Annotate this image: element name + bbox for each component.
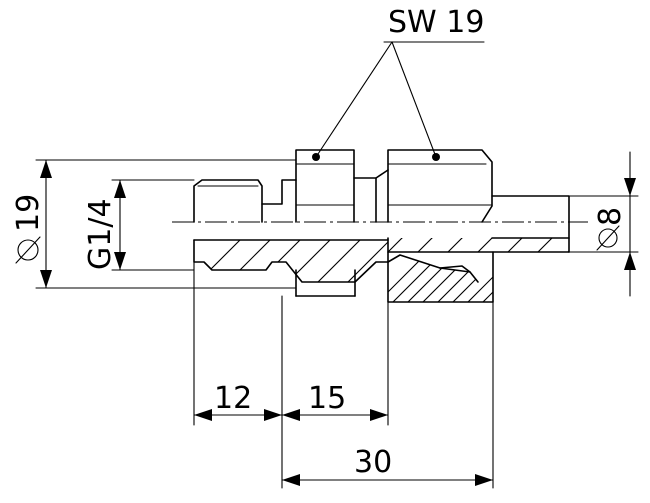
total-length-label: 30 <box>354 445 392 480</box>
dim-extension-lines <box>193 261 494 489</box>
wrench-size-label: SW 19 <box>388 5 484 40</box>
dim-thread-length <box>193 409 283 421</box>
thread-length-label: 12 <box>214 381 252 416</box>
dim-tube-diameter <box>568 151 639 297</box>
outer-diameter-label: 19 <box>11 194 46 232</box>
tube-diameter-label: 8 <box>593 207 628 226</box>
dim-thread <box>111 179 195 271</box>
body-length-label: 15 <box>308 381 346 416</box>
thread-label: G1/4 <box>83 198 118 270</box>
upper-outline <box>193 149 570 253</box>
dim-total-length <box>281 474 494 486</box>
nut-hatching <box>388 255 493 302</box>
wrench-size-leader <box>312 41 485 161</box>
body-hatching <box>194 240 388 282</box>
tube-hatching <box>388 238 569 252</box>
dim-outer-diameter <box>15 159 297 289</box>
dim-body-length <box>281 409 389 421</box>
